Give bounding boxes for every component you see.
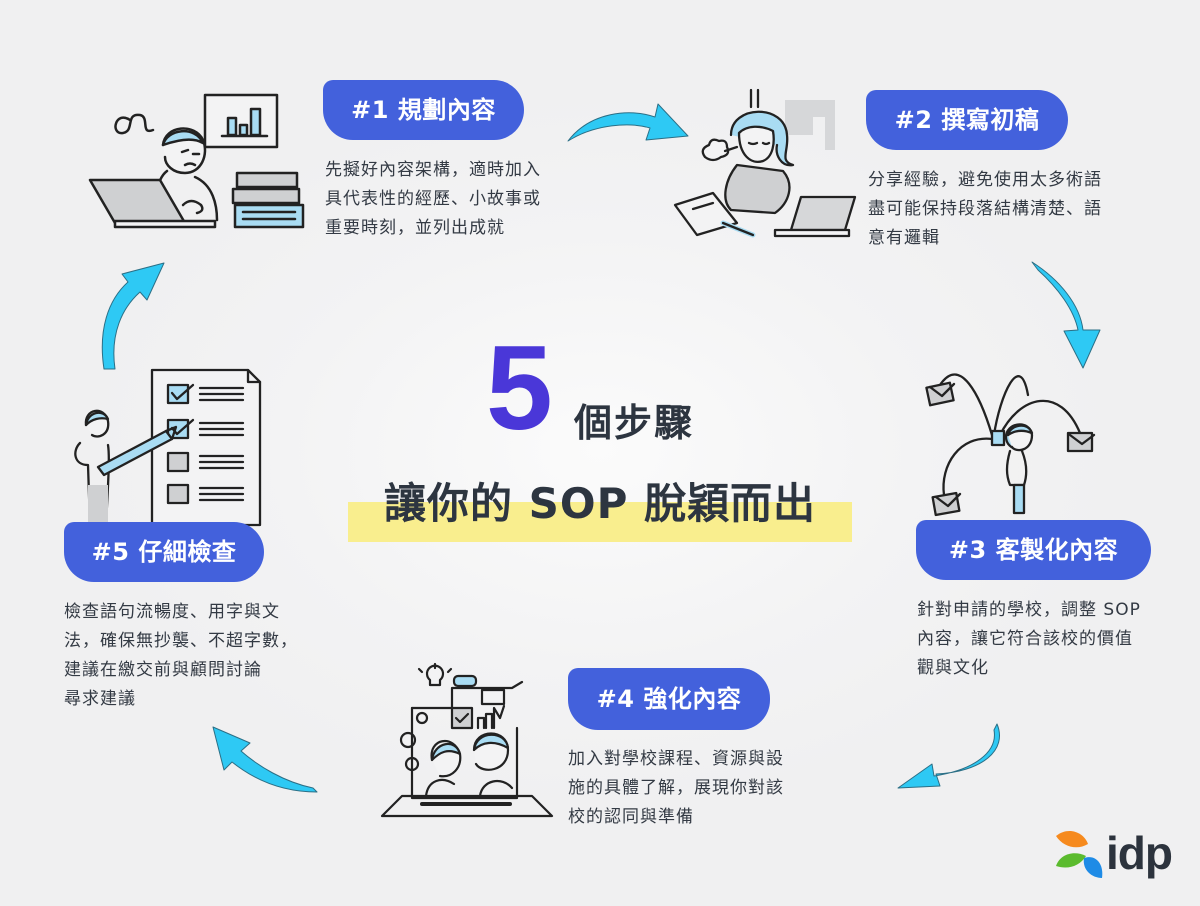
step-1-label: #1 規劃內容	[323, 80, 524, 140]
idp-logo	[1054, 828, 1194, 884]
arrow-step2-to-step3-icon	[1031, 261, 1101, 369]
person-laptop-illustration-icon	[88, 93, 305, 229]
arrow-step4-to-step5-icon	[212, 726, 318, 793]
step-1-line-2: 具代表性的經歷、小故事或	[325, 189, 541, 209]
step-1-line-1: 先擬好內容架構，適時加入	[325, 160, 541, 180]
step-5-illustration	[68, 365, 263, 527]
envelopes-illustration-icon	[925, 373, 1096, 517]
step-3-line-2: 內容，讓它符合該校的價值	[917, 629, 1133, 649]
arrow-step5-to-step1-icon	[101, 262, 165, 370]
step-4-illustration	[380, 662, 560, 820]
step-4-label: #4 強化內容	[568, 668, 770, 730]
step-5-description: 檢查語句流暢度、用字與文 法，確保無抄襲、不超字數， 建議在繳交前與顧問討論 尋…	[64, 598, 298, 714]
step-4-description: 加入對學校課程、資源與設 施的具體了解，展現你對該 校的認同與準備	[568, 745, 784, 832]
step-4-line-1: 加入對學校課程、資源與設	[568, 749, 784, 769]
idp-logo-text: idp	[1106, 827, 1173, 879]
subtitle: 讓你的 SOP 脫穎而出	[384, 479, 816, 528]
step-5-line-3: 建議在繳交前與顧問討論	[64, 660, 262, 680]
step-2-illustration	[665, 85, 860, 245]
step-3-illustration	[920, 355, 1100, 525]
title-steps-label: 個步驟	[574, 401, 695, 445]
idp-petal-logo-icon	[1056, 830, 1103, 878]
step-4-line-2: 施的具體了解，展現你對該	[568, 778, 784, 798]
step-5-line-2: 法，確保無抄襲、不超字數，	[64, 631, 298, 651]
step-1-illustration	[85, 85, 310, 235]
arrow-step3-to-step4-icon	[897, 723, 1000, 789]
step-2-label: #2 撰寫初稿	[866, 90, 1068, 150]
step-2-description: 分享經驗，避免使用太多術語 盡可能保持段落結構清楚、語 意有邏輯	[868, 166, 1102, 253]
step-4-line-3: 校的認同與準備	[568, 807, 694, 827]
step-1-line-3: 重要時刻，並列出成就	[325, 218, 505, 238]
step-3-line-1: 針對申請的學校，調整 SOP	[917, 600, 1141, 620]
checklist-illustration-icon	[74, 368, 262, 527]
step-2-line-1: 分享經驗，避免使用太多術語	[868, 170, 1102, 190]
arrow-step1-to-step2-icon	[567, 103, 689, 142]
woman-thinking-illustration-icon	[673, 88, 857, 238]
step-5-line-1: 檢查語句流暢度、用字與文	[64, 602, 280, 622]
step-5-line-4: 尋求建議	[64, 689, 136, 709]
step-2-line-3: 意有邏輯	[868, 228, 940, 248]
subtitle-highlight	[348, 502, 852, 542]
laptop-people-illustration-icon	[380, 662, 554, 818]
step-3-description: 針對申請的學校，調整 SOP 內容，讓它符合該校的價值 觀與文化	[917, 596, 1141, 683]
step-2-line-2: 盡可能保持段落結構清楚、語	[868, 199, 1102, 219]
step-3-label: #3 客製化內容	[916, 520, 1151, 580]
step-5-label: #5 仔細檢查	[64, 522, 264, 582]
step-3-line-3: 觀與文化	[917, 658, 989, 678]
step-1-description: 先擬好內容架構，適時加入 具代表性的經歷、小故事或 重要時刻，並列出成就	[325, 156, 541, 243]
title-number: 5	[486, 321, 553, 455]
